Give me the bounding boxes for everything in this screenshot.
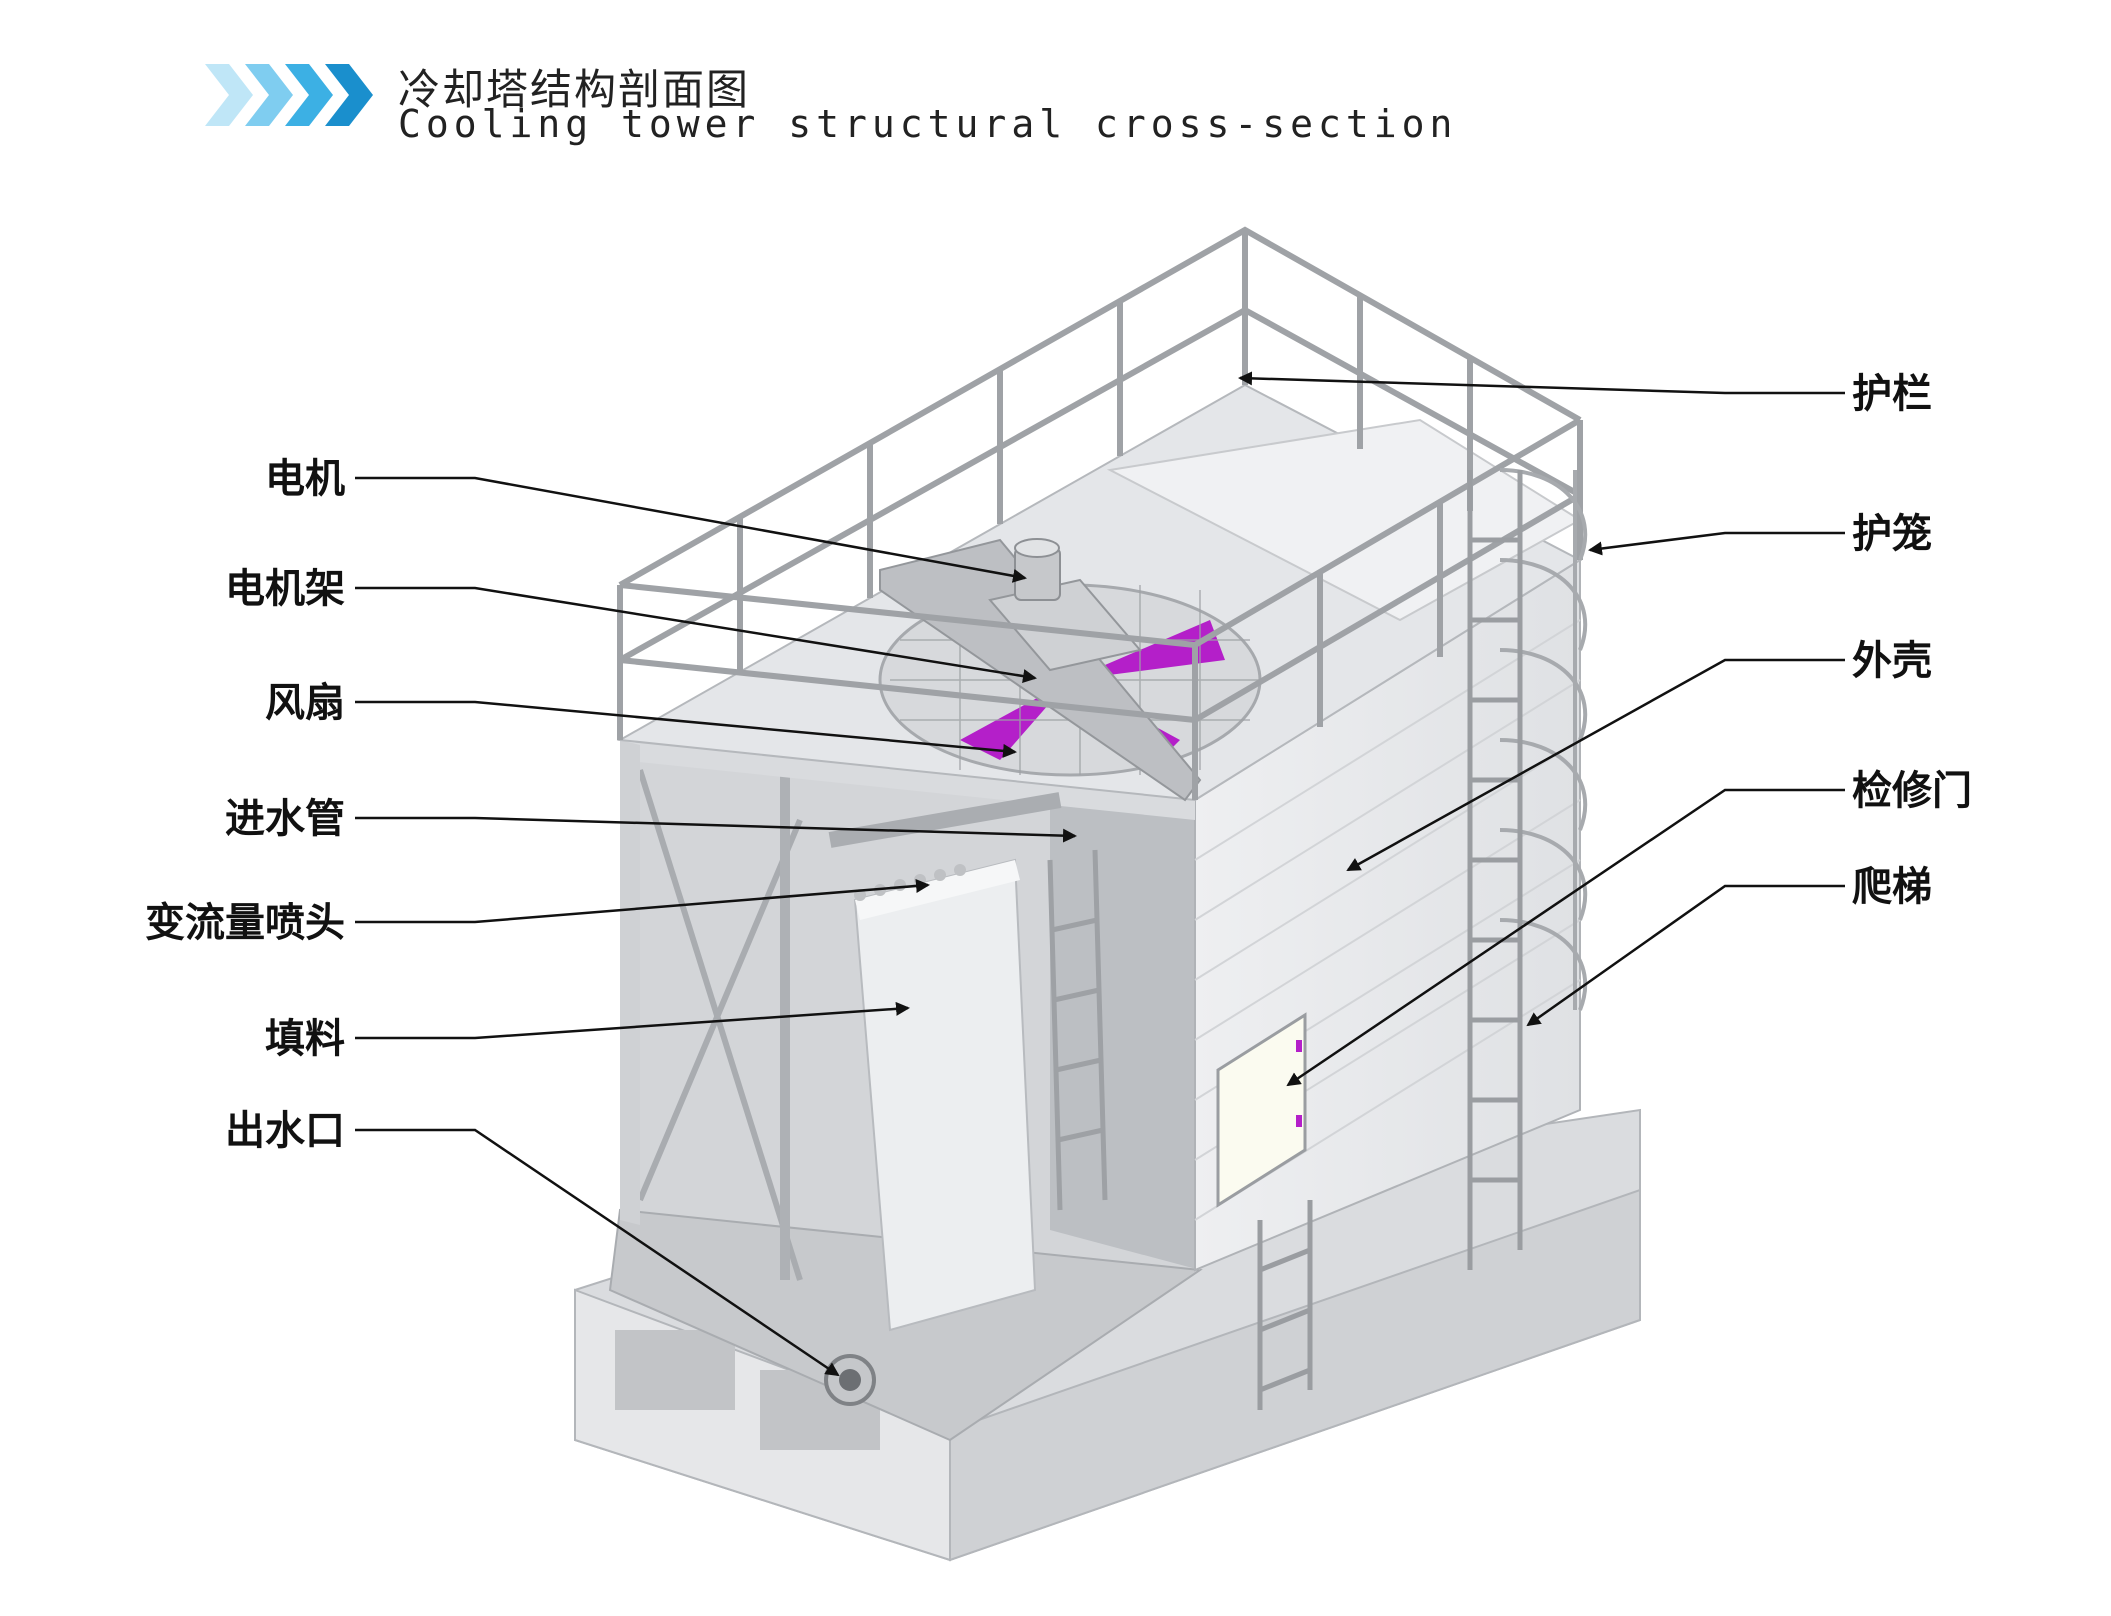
label-variable-flow-nozzle: 变流量喷头 bbox=[145, 900, 345, 946]
motor-frame bbox=[879, 538, 1202, 802]
header: 冷却塔结构剖面图 Cooling tower structural cross-… bbox=[205, 52, 1452, 152]
leader-lines-right bbox=[1238, 371, 1845, 1087]
label-access-door: 检修门 bbox=[1852, 768, 1972, 814]
access-door bbox=[1216, 1012, 1307, 1208]
page-title: 冷却塔结构剖面图 bbox=[398, 65, 751, 114]
leader-lines-left bbox=[355, 476, 1077, 1377]
chevron-arrows-icon bbox=[205, 64, 373, 126]
label-ladder-cage: 护笼 bbox=[1852, 511, 1932, 557]
page-subtitle: Cooling tower structural cross-section bbox=[398, 102, 1458, 146]
label-ladder: 爬梯 bbox=[1852, 864, 1932, 910]
label-shell: 外壳 bbox=[1852, 638, 1932, 684]
label-motor: 电机 bbox=[265, 456, 345, 502]
inlet-pipe bbox=[828, 792, 1062, 848]
ladder bbox=[1257, 470, 1523, 1410]
water-outlet bbox=[824, 1354, 876, 1406]
label-inlet-pipe: 进水管 bbox=[225, 796, 345, 842]
label-motor-frame: 电机架 bbox=[225, 566, 345, 612]
label-fill-media: 填料 bbox=[265, 1016, 345, 1062]
label-guardrail: 护栏 bbox=[1852, 371, 1932, 417]
label-water-outlet: 出水口 bbox=[225, 1108, 345, 1154]
label-fan: 风扇 bbox=[265, 680, 345, 726]
inner-ladder bbox=[1047, 849, 1108, 1211]
motor bbox=[1014, 538, 1061, 601]
